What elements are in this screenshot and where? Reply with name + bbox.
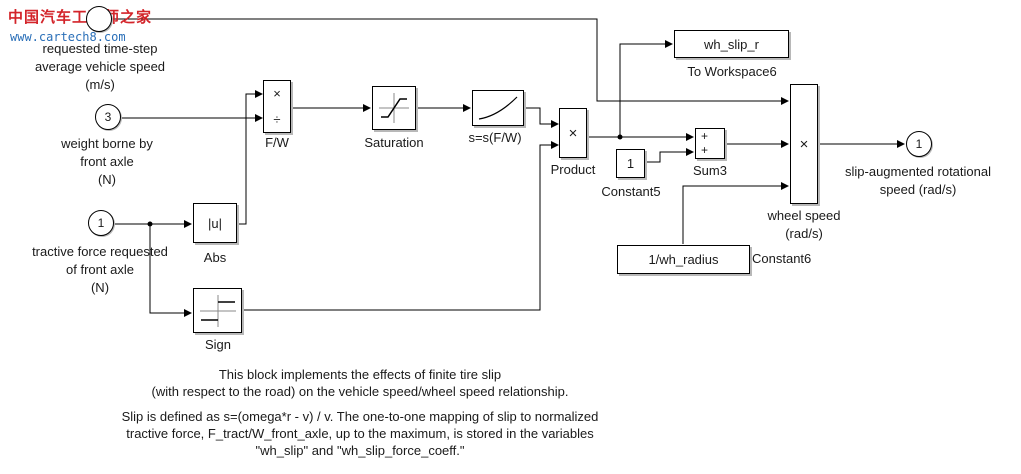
annotation-note-2: Slip is defined as s=(omega*r - v) / v. … [121, 409, 599, 458]
outport-rotational-speed[interactable]: 1 [906, 131, 932, 157]
lookup-curve-icon [478, 96, 518, 120]
multiply-symbol-icon: × [273, 86, 281, 102]
saturation-label: Saturation [364, 135, 424, 150]
inport-speed[interactable] [86, 6, 112, 32]
sign-label: Sign [204, 337, 232, 352]
lookup-table-label: s=s(F/W) [468, 130, 522, 145]
to-workspace-block[interactable]: wh_slip_r [674, 30, 789, 58]
constant6-block[interactable]: 1/wh_radius [617, 245, 750, 274]
signal-to-workspace [619, 40, 673, 137]
inport-weight-label: weight borne by front axle (N) [61, 136, 153, 187]
watermark-url: www.cartech8.com [10, 30, 126, 44]
signal-const5-sum [645, 148, 694, 163]
to-workspace-label: To Workspace6 [687, 64, 777, 79]
plus-sign-icon: + [701, 128, 709, 143]
branch-point-force [147, 221, 153, 227]
sign-function-icon [199, 294, 236, 327]
signal-abs-fw [237, 90, 263, 225]
inport-force-label: tractive force requested of front axle (… [32, 244, 168, 295]
lookup-table-block[interactable] [472, 90, 524, 126]
fw-divide-block[interactable]: × ÷ [263, 80, 291, 133]
watermark-logo-text: 中国汽车工程师之家 [8, 8, 153, 26]
signal-const6-wheel [682, 182, 789, 244]
annotation-note-1: This block implements the effects of fin… [151, 367, 569, 399]
wheel-speed-label: wheel speed (rad/s) [767, 208, 841, 241]
constant5-block[interactable]: 1 [616, 149, 645, 178]
product-label: Product [550, 162, 596, 177]
multiply-symbol-icon: × [568, 124, 578, 142]
signal-lookup-product [525, 107, 559, 128]
constant5-label: Constant5 [601, 184, 661, 199]
abs-label: Abs [203, 250, 227, 265]
branch-point-product [617, 134, 623, 140]
divide-symbol-icon: ÷ [273, 111, 281, 127]
sum-block[interactable]: + + [695, 128, 725, 159]
sign-block[interactable] [193, 288, 242, 333]
inport-weight[interactable]: 3 [95, 104, 121, 130]
constant6-label: Constant6 [752, 251, 812, 266]
outport-label: slip-augmented rotational speed (rad/s) [845, 164, 991, 197]
saturation-block[interactable] [372, 86, 416, 130]
plus-sign-icon: + [701, 143, 709, 158]
fw-block-label: F/W [265, 135, 289, 150]
signal-speed [110, 18, 789, 105]
signal-sign-product [242, 141, 559, 311]
wheel-speed-product-block[interactable]: × [790, 84, 818, 204]
saturation-icon [379, 93, 409, 123]
abs-block[interactable]: |u| [193, 203, 237, 243]
signal-force-sign [149, 224, 192, 317]
multiply-symbol-icon: × [799, 135, 809, 153]
sum-label: Sum3 [693, 163, 727, 178]
inport-force[interactable]: 1 [88, 210, 114, 236]
inport-speed-label: requested time-step average vehicle spee… [34, 41, 166, 92]
product-block[interactable]: × [559, 108, 587, 158]
